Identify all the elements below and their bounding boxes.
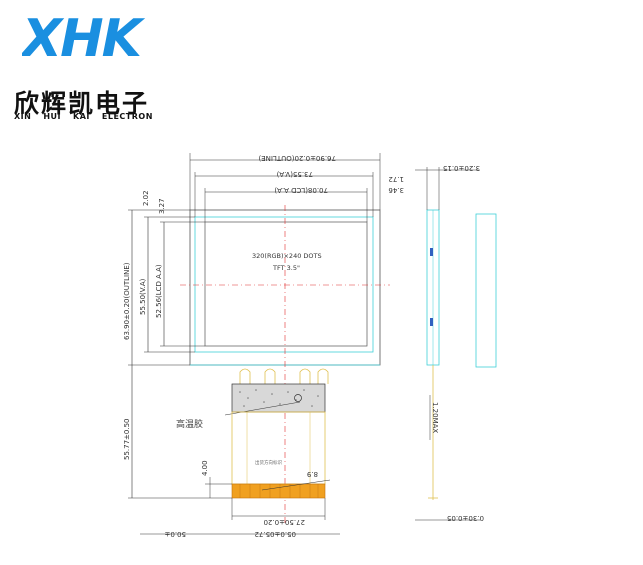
fpc-marker-circle xyxy=(294,394,302,402)
fpc-stiffener xyxy=(231,383,326,413)
dim-side-thickness: 3.20±0.15 xyxy=(443,164,480,172)
brand-word-kai: KAI xyxy=(73,112,90,121)
dim-side-fpc-thickness: 1.20MAX xyxy=(431,402,439,433)
dim-top-right-2: 3.46 xyxy=(388,186,404,194)
dim-line-fpc-contact xyxy=(261,479,331,491)
dim-fpc-total-height: 55.77±0.50 xyxy=(123,419,131,461)
brand-word-hui: HUI xyxy=(43,112,62,121)
dim-va-height: 55.50(V.A) xyxy=(139,278,147,315)
va-outline xyxy=(194,216,374,353)
brand-word-electron: ELECTRON xyxy=(101,112,153,121)
right-partial-view xyxy=(475,213,497,368)
dim-left-top-2: 3.27 xyxy=(158,198,166,214)
side-marker-bottom xyxy=(430,318,433,326)
dim-aa-height: 52.56(LCD A.A) xyxy=(155,264,163,318)
dim-va-width: 73.55(V.A) xyxy=(276,170,313,178)
dim-outline-height: 63.90±0.20(OUTLINE) xyxy=(123,262,131,340)
logo-letters: XHK xyxy=(22,12,146,62)
fpc-finger-lines xyxy=(239,484,319,498)
dim-bottom-cut-left: 50.0± xyxy=(164,530,186,538)
brand-word-xin: XIN xyxy=(14,112,32,121)
dim-top-right-1: 1.72 xyxy=(388,175,404,183)
dim-outline-width: 76.90±0.20(OUTLINE) xyxy=(258,154,336,162)
panel-type-label: TFT 3.5" xyxy=(272,264,300,272)
dim-side-fpc-contact: 0.30±0.05 xyxy=(447,514,484,522)
side-view: 3.20±0.15 1.20MAX 0.30±0.05 xyxy=(415,164,497,522)
front-view: 320(RGB)×240 DOTS TFT 3.5" 76.90±0.20(OU… xyxy=(123,153,404,538)
dim-aa-width: 70.08(LCD A.A) xyxy=(274,186,328,194)
aa-outline xyxy=(204,221,368,347)
dim-fpc-contact-length: 8.9 xyxy=(307,470,318,478)
fpc-gold-fingers xyxy=(231,483,326,499)
brand-chinese-name: 欣辉凯电子 xyxy=(14,89,150,118)
resolution-label: 320(RGB)×240 DOTS xyxy=(252,252,322,260)
dim-fpc-offset: 4.00 xyxy=(201,460,209,476)
fpc-note-leader xyxy=(224,401,301,416)
fpc-note: 高温胶 xyxy=(176,418,203,430)
fpc-top-tabs xyxy=(239,368,329,384)
side-marker-top xyxy=(430,248,433,256)
fpc-stiffener-dots xyxy=(239,389,319,407)
dim-bottom-cut-right: 05.0±05.72 xyxy=(255,530,297,538)
dim-left-top-1: 2.02 xyxy=(142,190,150,206)
fpc-small-text: 出货方向标识 xyxy=(255,459,282,466)
brand-logo: XHK xyxy=(19,9,152,69)
dim-fpc-width: 27.50±0.20 xyxy=(264,518,306,526)
brand-english-name: XIN HUI KAI ELECTRON xyxy=(14,112,165,121)
